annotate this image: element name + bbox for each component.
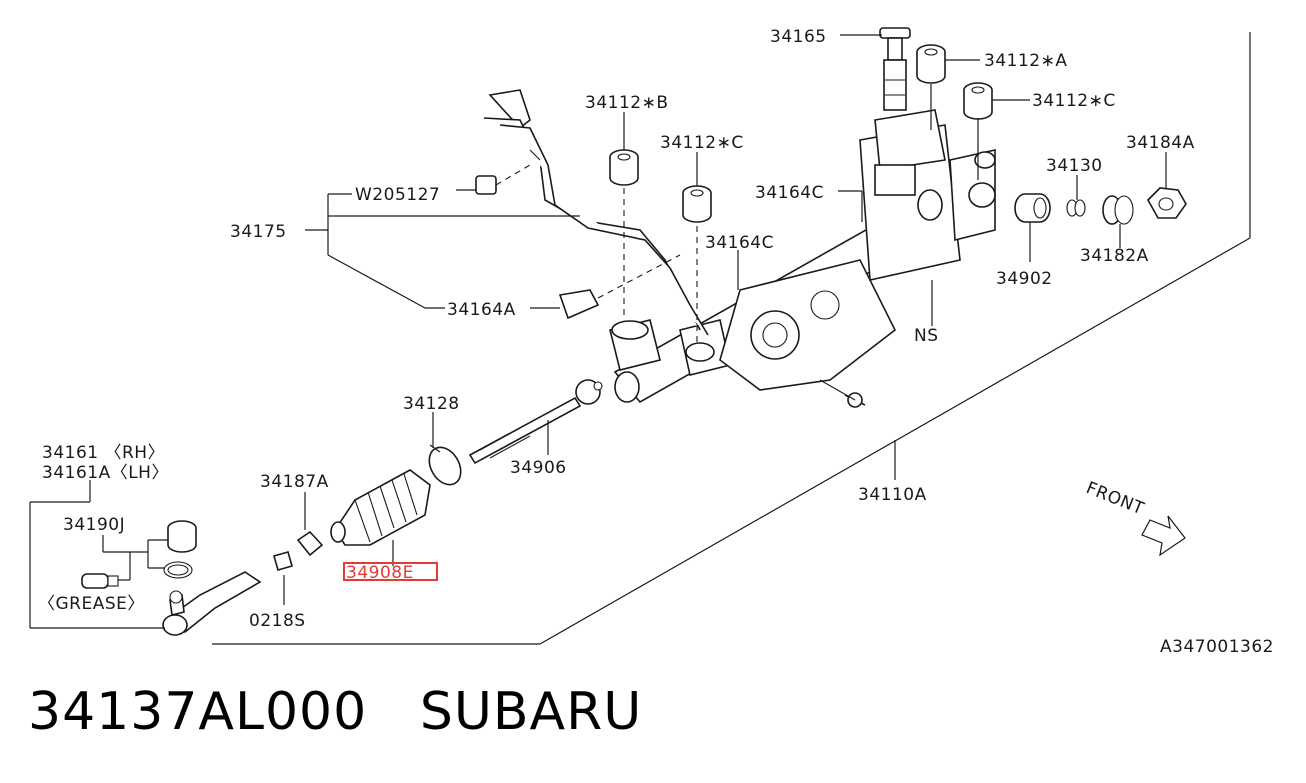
steering-boot <box>330 469 431 546</box>
label-34165: 34165 <box>770 27 827 47</box>
label-grease: 〈GREASE〉 <box>38 594 145 614</box>
front-arrow: FRONT <box>1083 478 1186 557</box>
label-34164A: 34164A <box>447 300 516 320</box>
brand-name: SUBARU <box>419 682 643 742</box>
label-34164C-upper: 34164C <box>755 183 824 203</box>
pinion-shaft <box>879 27 911 111</box>
footer-title: 34137AL000 SUBARU <box>28 682 642 742</box>
label-34182A: 34182A <box>1080 246 1149 266</box>
label-NS: NS <box>914 326 939 346</box>
reference-code: A347001362 <box>1160 637 1274 657</box>
parts-diagram: FRONT <box>29 27 1274 657</box>
label-34902: 34902 <box>996 269 1053 289</box>
label-34128: 34128 <box>403 394 460 414</box>
label-34175: 34175 <box>230 222 287 242</box>
valve-parts <box>1014 187 1187 225</box>
rack-housing <box>609 109 996 408</box>
label-34184A: 34184A <box>1126 133 1195 153</box>
label-34906: 34906 <box>510 458 567 478</box>
label-34112B: 34112∗B <box>585 93 669 113</box>
callout-labels: 34165 34112∗A 34112∗B 34112∗C 34112∗C 34… <box>38 27 1274 657</box>
inner-tie-rod <box>468 379 603 465</box>
label-0218S: 0218S <box>249 611 306 631</box>
label-34112C-top: 34112∗C <box>660 133 744 153</box>
label-34908E-highlighted: 34908E <box>346 563 414 583</box>
label-34130: 34130 <box>1046 156 1103 176</box>
label-34110A: 34110A <box>858 485 927 505</box>
label-34112C-right: 34112∗C <box>1032 91 1116 111</box>
front-label: FRONT <box>1083 478 1147 519</box>
part-number: 34137AL000 <box>28 682 368 742</box>
tie-rod-end-assembly <box>81 520 324 636</box>
label-34161A: 34161A〈LH〉 <box>42 463 169 483</box>
label-34164C-lower: 34164C <box>705 233 774 253</box>
leader-lines <box>29 34 1167 629</box>
label-34187A: 34187A <box>260 472 329 492</box>
label-W205127: W205127 <box>355 185 440 205</box>
label-34190J: 34190J <box>63 515 125 535</box>
label-34161: 34161 〈RH〉 <box>42 443 165 463</box>
bushings <box>609 44 993 223</box>
label-34112A: 34112∗A <box>984 51 1067 71</box>
highlight-box <box>343 562 438 581</box>
boot-clamp <box>428 444 462 486</box>
hydraulic-pipes <box>475 89 709 336</box>
